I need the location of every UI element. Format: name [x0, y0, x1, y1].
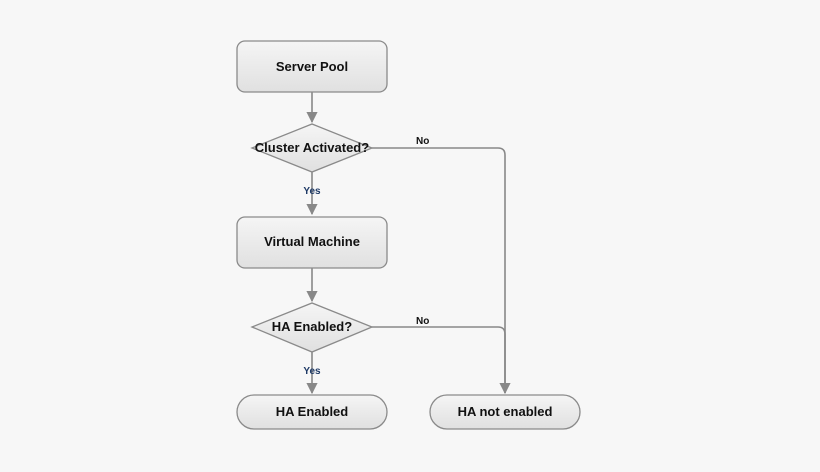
edge-label-cluster-yes: Yes: [303, 186, 321, 197]
node-virtual-machine: Virtual Machine: [236, 216, 388, 269]
node-ha-not-enabled-label: HA not enabled: [458, 404, 553, 419]
edge-label-ha-no: No: [416, 316, 429, 327]
edge-label-ha-yes: Yes: [303, 366, 321, 377]
node-ha-enabled: HA Enabled: [236, 394, 388, 430]
edges: [306, 92, 511, 395]
node-ha-enabled-label: HA Enabled: [276, 404, 349, 419]
node-ha-enabled-question: HA Enabled?: [250, 302, 374, 353]
node-ha-enabled-question-label: HA Enabled?: [272, 319, 352, 334]
edge-ha-no: [372, 326, 506, 393]
edge-label-cluster-no: No: [416, 136, 429, 147]
node-ha-not-enabled: HA not enabled: [429, 394, 581, 430]
node-virtual-machine-label: Virtual Machine: [264, 234, 360, 249]
node-cluster-activated: Cluster Activated?: [250, 123, 374, 173]
node-cluster-activated-label: Cluster Activated?: [255, 140, 369, 155]
node-server-pool-label: Server Pool: [276, 59, 348, 74]
edge-cluster-no: [372, 147, 511, 395]
node-server-pool: Server Pool: [236, 40, 388, 93]
